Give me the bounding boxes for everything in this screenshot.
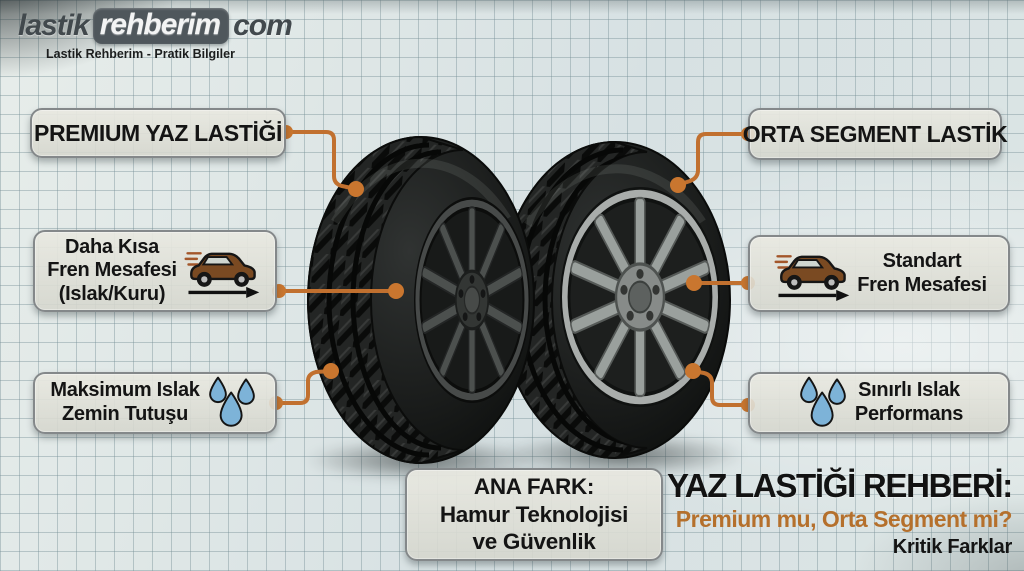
brand-logo: lastik rehberim com Lastik Rehberim - Pr… [18,8,293,61]
logo-text-lastik: lastik [18,9,90,42]
right-rim [560,187,720,407]
mid-segment-braking-text: Standart Fren Mesafesi [857,250,987,297]
key-difference-line3: ve Güvenlik [472,529,596,555]
key-difference-box: ANA FARK: Hamur Teknolojisi ve Güvenlik [405,468,663,561]
premium-wet-line2: Zemin Tutuşu [61,403,189,425]
premium-braking-text: Daha Kısa Fren Mesafesi (Islak/Kuru) [47,236,177,307]
key-difference-line2: Hamur Teknolojisi [439,501,629,527]
premium-wet-grip-box: Maksimum Islak Zemin Tutuşu [33,372,277,434]
water-drops-icon [795,375,851,431]
mid-segment-wet-grip-text: Sınırlı Islak Performans [855,379,963,426]
left-tire [307,135,535,465]
mid-segment-braking-line2: Fren Mesafesi [857,273,987,296]
premium-header-box: PREMIUM YAZ LASTİĞİ [30,108,286,158]
speeding-car-icon [771,247,853,301]
brand-tagline: Lastik Rehberim - Pratik Bilgiler [46,47,235,61]
premium-braking-line1: Daha Kısa [64,235,159,258]
page-title: YAZ LASTİĞİ REHBERİ: [667,467,1013,504]
premium-braking-line3: (Islak/Kuru) [58,282,166,305]
tires-illustration [307,135,731,465]
mid-segment-braking-box: Standart Fren Mesafesi [748,235,1010,312]
mid-segment-braking-line1: Standart [882,249,962,272]
premium-braking-box: Daha Kısa Fren Mesafesi (Islak/Kuru) [33,230,277,312]
logo-badge-rehberim: rehberim [92,8,230,44]
logo-text-com: com [233,9,293,42]
page-subtitle: Premium mu, Orta Segment mi? [675,505,1013,532]
premium-braking-line2: Fren Mesafesi [47,259,177,282]
mid-segment-wet-grip-box: Sınırlı Islak Performans [748,372,1010,434]
mid-segment-header-label: ORTA SEGMENT LASTİK [742,120,1008,147]
title-block: YAZ LASTİĞİ REHBERİ: Premium mu, Orta Se… [667,467,1013,559]
water-drops-icon [204,375,260,431]
key-difference-text: ANA FARK: Hamur Teknolojisi ve Güvenlik [439,473,629,555]
mid-segment-wet-line2: Performans [854,403,964,425]
premium-wet-grip-text: Maksimum Islak Zemin Tutuşu [50,379,200,426]
premium-header-label: PREMIUM YAZ LASTİĞİ [34,119,282,146]
mid-segment-header-box: ORTA SEGMENT LASTİK [743,108,1008,160]
mid-segment-wet-line1: Sınırlı Islak [858,379,960,402]
left-rim [414,197,530,403]
premium-wet-line1: Maksimum Islak [50,379,200,402]
key-difference-line1: ANA FARK: [473,474,595,500]
page-subnote: Kritik Farklar [892,535,1013,558]
speeding-car-icon [181,244,263,298]
